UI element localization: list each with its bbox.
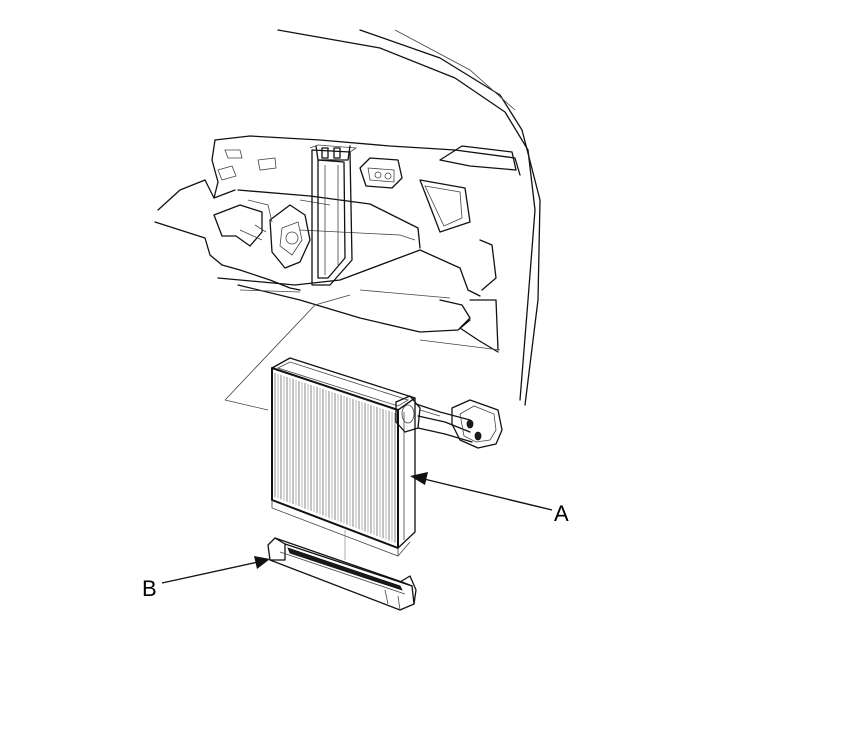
refrigerant-pipes [395,395,503,449]
dashboard-housing [154,29,541,411]
evaporator-fins [274,373,396,543]
callout-a-arrowhead [410,472,428,485]
callout-a-leader [423,478,553,511]
evaporator-drain-tray [267,537,417,611]
callout-a: A [410,472,569,526]
evaporator-core [271,357,416,557]
callout-b: B [142,556,270,601]
callout-b-arrowhead [254,556,270,569]
callout-b-leader [161,561,259,584]
callout-a-label: A [554,501,569,526]
callout-b-label: B [142,576,157,601]
